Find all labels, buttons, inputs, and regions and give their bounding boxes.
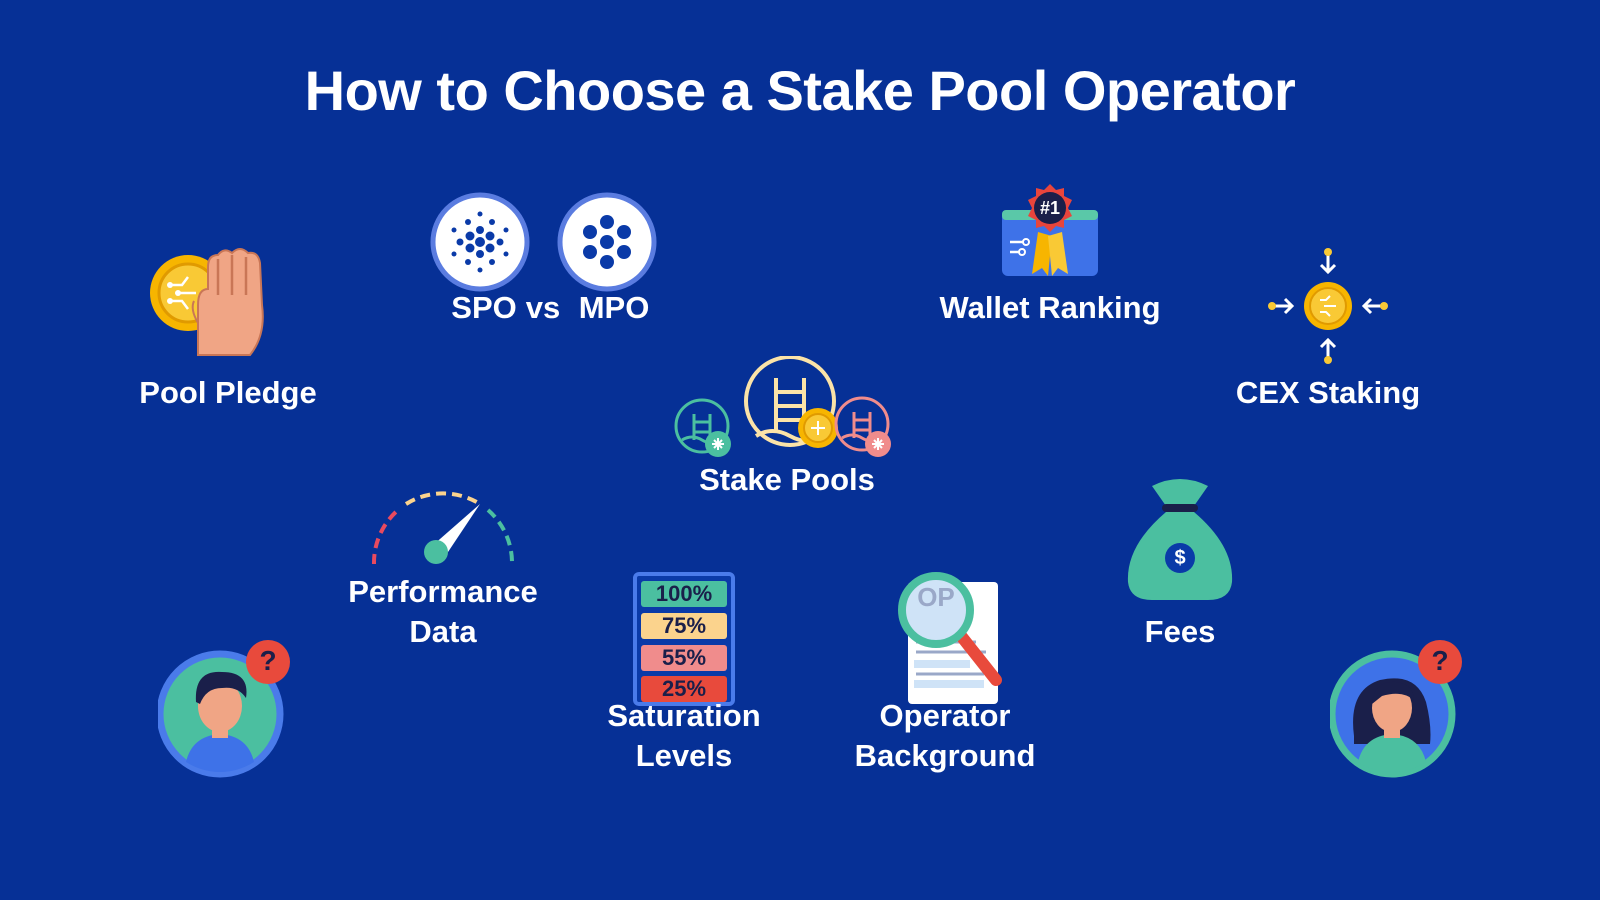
man-question-avatar xyxy=(158,640,298,780)
saturation-value: 100% xyxy=(655,581,713,606)
document-search-icon xyxy=(896,572,1006,706)
saturation-bar-25 xyxy=(641,676,727,702)
saturation-label-line1: Saturation xyxy=(607,698,761,733)
stake-pools-label: Stake Pools xyxy=(699,462,875,497)
question-mark-left: ? xyxy=(259,645,277,676)
page-title: How to Choose a Stake Pool Operator xyxy=(304,59,1296,122)
performance-label-line1: Performance xyxy=(348,574,538,609)
operator-label-line2: Background xyxy=(854,738,1036,773)
saturation-value: 55% xyxy=(661,645,707,670)
saturation-bar-55 xyxy=(641,645,727,671)
fees-symbol: $ xyxy=(1174,547,1186,569)
question-mark-right: ? xyxy=(1431,645,1449,676)
operator-label-line1: Operator xyxy=(879,698,1011,733)
spo-label: SPO xyxy=(451,290,517,325)
money-bag-icon xyxy=(1122,476,1238,606)
vs-label: vs xyxy=(525,290,561,325)
saturation-label-line2: Levels xyxy=(635,738,733,773)
pool-pledge-label: Pool Pledge xyxy=(139,375,317,410)
ranking-certificate-icon xyxy=(1000,182,1100,282)
saturation-value: 25% xyxy=(661,676,707,701)
mpo-label: MPO xyxy=(578,290,650,325)
saturation-bar-100 xyxy=(641,581,727,607)
speedometer-icon xyxy=(368,484,518,574)
inflow-coin-icon xyxy=(1268,248,1388,366)
woman-question-avatar xyxy=(1330,640,1470,780)
coin-hand-icon xyxy=(150,245,280,365)
polkadot-logo-icon xyxy=(557,192,657,292)
saturation-bar-75 xyxy=(641,613,727,639)
saturation-bars-icon: 100% 75% 55% 25% xyxy=(633,572,735,706)
fees-label: Fees xyxy=(1144,614,1216,649)
cardano-logo-icon xyxy=(430,192,530,292)
rank-badge-text: #1 xyxy=(1039,198,1061,218)
saturation-value: 75% xyxy=(661,613,707,638)
pools-icon xyxy=(672,356,902,466)
wallet-ranking-label: Wallet Ranking xyxy=(939,290,1161,325)
performance-label-line2: Data xyxy=(409,614,477,649)
cex-staking-label: CEX Staking xyxy=(1235,375,1421,410)
magnifier-text: OP xyxy=(917,582,955,612)
